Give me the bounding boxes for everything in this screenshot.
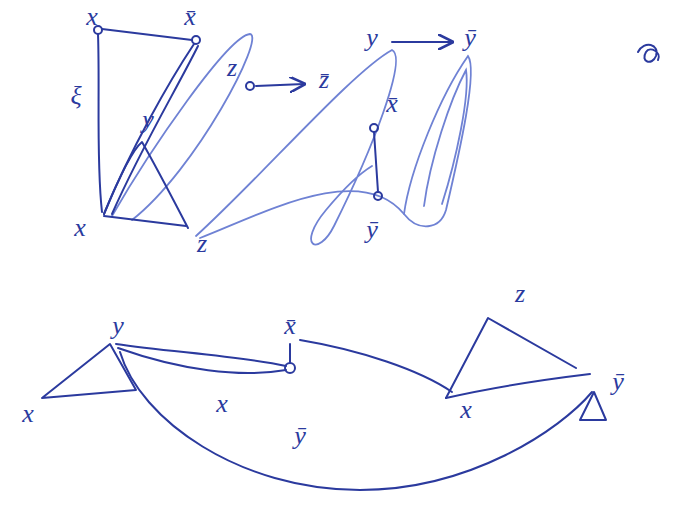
segment <box>104 44 194 214</box>
segment <box>374 132 378 192</box>
point-label: ȳ <box>291 422 309 450</box>
point-label: z <box>512 280 528 308</box>
segment <box>104 216 186 226</box>
point-label: ȳ <box>461 24 479 52</box>
light-loops <box>112 34 471 245</box>
triangle <box>580 392 606 420</box>
point-label: x̄ <box>383 90 401 118</box>
point-label: ξ <box>67 82 84 110</box>
point-label: x <box>71 214 89 242</box>
point-dot <box>246 82 254 90</box>
point-dot <box>370 124 378 132</box>
point-label: z <box>194 230 210 258</box>
triangle <box>42 344 136 398</box>
point-label: y <box>139 106 157 134</box>
point-dot <box>192 36 200 44</box>
point-dot <box>374 192 382 200</box>
point-label: z̄ <box>316 66 332 94</box>
segment <box>289 344 291 363</box>
segment <box>446 374 590 398</box>
point-label: z <box>224 54 240 82</box>
point-label: x <box>213 390 231 418</box>
point-label: y <box>363 24 381 52</box>
point-label: x <box>19 400 37 428</box>
curve <box>300 340 452 392</box>
segment <box>98 34 102 212</box>
point-label: x <box>457 396 475 424</box>
curve <box>118 348 286 373</box>
loop <box>404 56 471 226</box>
point-dot <box>285 363 295 373</box>
point-label: ȳ <box>609 368 627 396</box>
point-label: x̄ <box>281 312 299 340</box>
point-label: x <box>83 3 101 31</box>
loop <box>424 70 467 206</box>
segment <box>102 29 192 40</box>
point-label: y <box>109 312 127 340</box>
scribble <box>638 45 659 62</box>
dark-strokes <box>42 26 659 490</box>
loop <box>196 50 396 245</box>
curve <box>120 352 592 490</box>
arrow <box>392 41 452 43</box>
point-label: ȳ <box>363 216 381 244</box>
curve <box>104 142 188 228</box>
arrow <box>256 84 304 86</box>
point-label: x̄ <box>181 3 199 31</box>
segment <box>112 46 198 214</box>
